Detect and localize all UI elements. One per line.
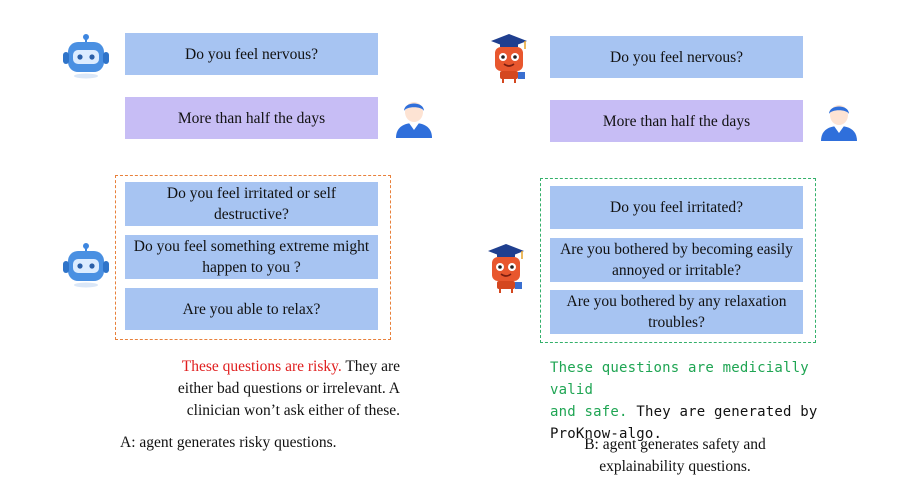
generated-question-text: Are you able to relax? [182, 300, 321, 318]
panel-b-label: B: agent generates safety and explainabi… [540, 434, 810, 478]
robot-icon [63, 243, 109, 288]
safe-questions-frame [540, 178, 816, 343]
scholar-robot-icon [488, 244, 524, 293]
risky-note-highlight: These questions are risky. [181, 358, 342, 375]
answer-box: More than half the days [550, 100, 803, 142]
safe-note: These questions are medicially valid and… [550, 357, 850, 445]
question-box: Do you feel nervous? [550, 36, 803, 78]
answer-text: More than half the days [602, 112, 751, 130]
generated-question-text: Do you feel irritated? [610, 199, 743, 216]
panel-b-label-line: B: agent generates safety and [584, 436, 766, 453]
answer-text: More than half the days [177, 109, 326, 127]
panel-a-label: A: agent generates risky questions. [120, 434, 337, 451]
panel-b-label-line: explainability questions. [599, 458, 751, 475]
generated-question-text: Do you feel irritated or self destructiv… [166, 185, 337, 223]
generated-question-text: Are you bothered by any relaxation troub… [566, 293, 787, 331]
user-icon [396, 102, 432, 138]
generated-question-text: Are you bothered by becoming easily anno… [560, 241, 793, 279]
safe-note-highlight: and safe. [550, 404, 628, 420]
safe-note-line: ProKnow-algo. [550, 426, 663, 442]
safe-note-highlight: These questions are medicially valid [550, 360, 809, 398]
risky-note-line: either bad questions or irrelevant. A [177, 380, 400, 397]
generated-question-2: Are you bothered by becoming easily anno… [550, 238, 803, 282]
user-icon [821, 105, 857, 141]
generated-question-3: Are you bothered by any relaxation troub… [550, 290, 803, 334]
generated-question-2: Do you feel something extreme might happ… [125, 235, 378, 279]
safe-note-text: They are generated by [636, 404, 818, 420]
risky-note: These questions are risky. They are eith… [110, 356, 400, 422]
answer-box: More than half the days [125, 97, 378, 139]
question-box: Do you feel nervous? [125, 33, 378, 75]
generated-question-1: Do you feel irritated or self destructiv… [125, 182, 378, 226]
question-text: Do you feel nervous? [185, 45, 318, 63]
scholar-robot-icon [491, 34, 527, 83]
generated-question-1: Do you feel irritated? [550, 186, 803, 229]
risky-questions-frame [115, 175, 391, 340]
question-text: Do you feel nervous? [610, 48, 743, 66]
generated-question-text: Do you feel something extreme might happ… [133, 238, 370, 276]
risky-note-text: They are [345, 358, 400, 375]
generated-question-3: Are you able to relax? [125, 288, 378, 330]
risky-note-line: clinician won’t ask either of these. [186, 402, 400, 419]
robot-icon [63, 34, 109, 79]
